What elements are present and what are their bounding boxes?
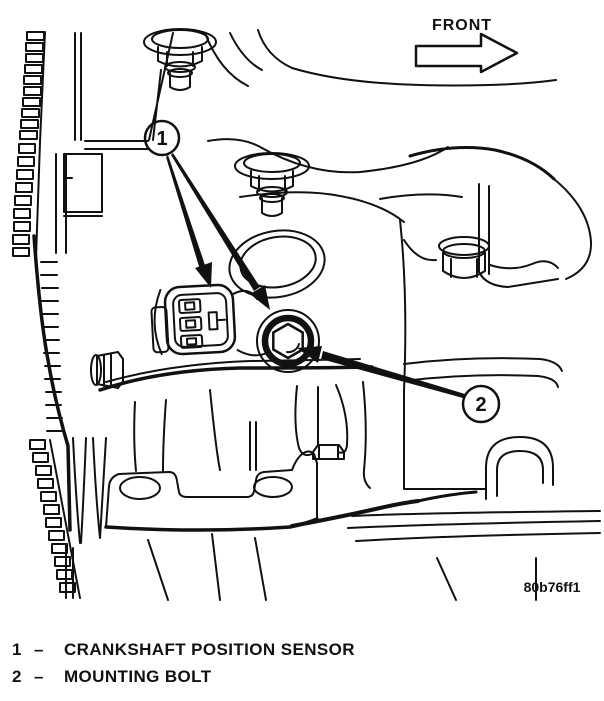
- legend-item-dash: –: [34, 667, 44, 686]
- callout-1-number: 1: [156, 128, 167, 150]
- legend-item-label: CRANKSHAFT POSITION SENSOR: [64, 640, 355, 659]
- callout-2: 2: [461, 384, 501, 424]
- arrow-1b: [171, 153, 260, 291]
- legend-item-label: MOUNTING BOLT: [64, 667, 212, 686]
- legend-item-number: 1: [12, 640, 22, 659]
- lower-stud-fitting: [234, 152, 310, 217]
- legend-item-number: 2: [12, 667, 22, 686]
- front-direction: FRONT: [414, 17, 519, 74]
- callout-1: 1: [143, 119, 181, 157]
- engine-block-contours: [32, 29, 593, 544]
- upper-stud-fitting: [143, 28, 217, 91]
- figure-code: 80b76ff1: [524, 579, 581, 595]
- front-label: FRONT: [432, 17, 492, 34]
- legend-item-bolt: 2 – MOUNTING BOLT: [12, 667, 355, 687]
- oil-pan: [65, 436, 601, 601]
- lower-bracket: [104, 450, 420, 532]
- engine-diagram: 1 2 FRONT 80b76ff1: [12, 17, 601, 601]
- engine-line-art: 1 2 FRONT 80b76ff1: [12, 17, 601, 601]
- crankshaft-position-sensor: [150, 283, 269, 357]
- mounting-bolt: [256, 309, 320, 373]
- right-mount-bolt: [438, 236, 490, 279]
- arrow-1a-head: [195, 262, 212, 288]
- callout-2-number: 2: [475, 394, 486, 416]
- legend-item-sensor: 1 – CRANKSHAFT POSITION SENSOR: [12, 640, 355, 660]
- arrow-2-head: [297, 346, 322, 363]
- arrow-1b-head: [250, 285, 270, 310]
- arrow-1a: [166, 155, 207, 273]
- front-arrow-icon: [414, 32, 519, 74]
- legend-item-dash: –: [34, 640, 44, 659]
- arrow-2: [321, 351, 465, 398]
- legend: 1 – CRANKSHAFT POSITION SENSOR 2 – MOUNT…: [12, 640, 355, 687]
- callout-arrows: [166, 153, 465, 398]
